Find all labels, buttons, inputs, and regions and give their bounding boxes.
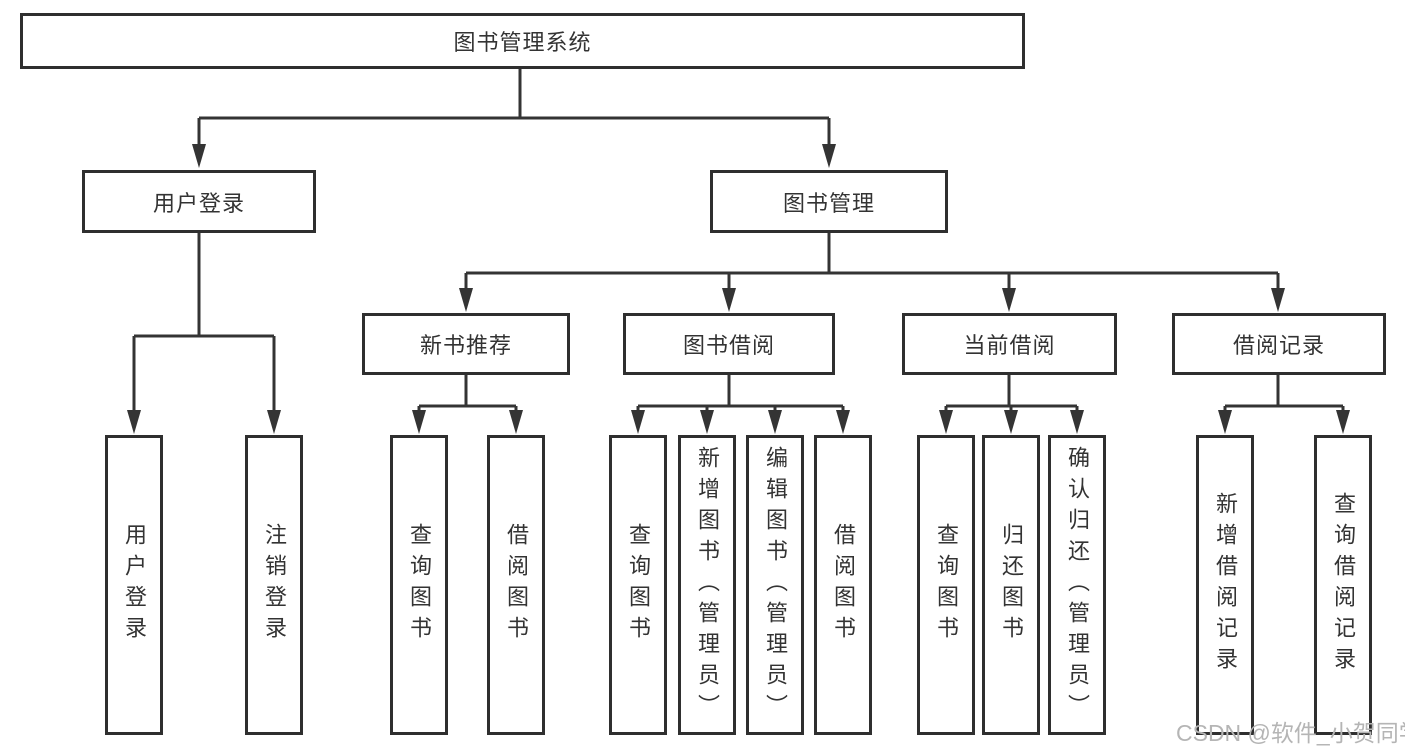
- node-book-management: 图书管理: [710, 170, 948, 233]
- connector-current-borrow-children: [939, 375, 1084, 434]
- arrowhead: [700, 410, 714, 434]
- node-label: 用户登录: [152, 190, 245, 216]
- node-label: 借阅图书: [831, 523, 856, 647]
- connector-book-mgmt-children: [459, 233, 1285, 312]
- node-leaf-query-books-2: 查询图书: [609, 435, 667, 735]
- arrowhead: [1271, 288, 1285, 312]
- node-label: 归还图书: [999, 523, 1024, 647]
- node-label: 图书管理系统: [453, 30, 592, 55]
- connector-user-login-children: [127, 233, 281, 434]
- node-label: 用户登录: [122, 523, 147, 647]
- arrowhead: [1070, 410, 1084, 434]
- arrowhead: [631, 410, 645, 434]
- arrowhead: [836, 410, 850, 434]
- node-new-book-recommend: 新书推荐: [362, 313, 570, 375]
- arrowhead: [267, 410, 281, 434]
- node-label: 借阅图书: [504, 523, 529, 647]
- node-leaf-query-borrow-record: 查询借阅记录: [1314, 435, 1372, 735]
- arrowhead: [459, 288, 473, 312]
- arrowhead: [722, 288, 736, 312]
- node-user-login: 用户登录: [82, 170, 316, 233]
- arrowhead: [509, 410, 523, 434]
- node-label: 新增借阅记录: [1213, 492, 1238, 678]
- node-leaf-borrow-books-2: 借阅图书: [814, 435, 872, 735]
- node-book-borrowing: 图书借阅: [623, 313, 835, 375]
- arrowhead: [1002, 288, 1016, 312]
- node-label: 编辑图书（管理员）: [763, 445, 788, 725]
- node-leaf-borrow-books: 借阅图书: [487, 435, 545, 735]
- connector-borrow-records-children: [1218, 375, 1350, 434]
- node-label: 查询借阅记录: [1331, 492, 1356, 678]
- node-root-system: 图书管理系统: [20, 13, 1025, 69]
- node-label: 图书借阅: [682, 333, 775, 358]
- arrowhead: [412, 410, 426, 434]
- node-label: 图书管理: [782, 190, 875, 216]
- node-label: 注销登录: [262, 523, 287, 647]
- node-leaf-query-books: 查询图书: [390, 435, 448, 735]
- node-label: 查询图书: [626, 523, 651, 647]
- arrowhead: [1218, 410, 1232, 434]
- arrowhead: [192, 144, 206, 168]
- node-leaf-user-login: 用户登录: [105, 435, 163, 735]
- node-label: 新增图书（管理员）: [695, 445, 720, 725]
- connector-root-to-level2: [192, 68, 836, 168]
- node-label: 查询图书: [407, 523, 432, 647]
- node-label: 查询图书: [934, 523, 959, 647]
- arrowhead: [939, 410, 953, 434]
- node-label: 新书推荐: [419, 333, 512, 358]
- node-leaf-edit-book-admin: 编辑图书（管理员）: [746, 435, 804, 735]
- arrowhead: [1336, 410, 1350, 434]
- csdn-watermark: CSDN @软件_小贺同学: [1176, 720, 1405, 746]
- connector-new-book-rec-children: [412, 375, 523, 434]
- arrowhead: [768, 410, 782, 434]
- node-leaf-return-book: 归还图书: [982, 435, 1040, 735]
- node-leaf-logout: 注销登录: [245, 435, 303, 735]
- node-leaf-confirm-return-admin: 确认归还（管理员）: [1048, 435, 1106, 735]
- node-label: 当前借阅: [963, 333, 1056, 358]
- node-label: 借阅记录: [1232, 333, 1325, 358]
- arrowhead: [127, 410, 141, 434]
- node-label: 确认归还（管理员）: [1065, 445, 1090, 725]
- node-leaf-add-book-admin: 新增图书（管理员）: [678, 435, 736, 735]
- node-leaf-query-books-3: 查询图书: [917, 435, 975, 735]
- node-leaf-add-borrow-record: 新增借阅记录: [1196, 435, 1254, 735]
- node-current-borrowing: 当前借阅: [902, 313, 1117, 375]
- arrowhead: [822, 144, 836, 168]
- connector-book-borrow-children: [631, 375, 850, 434]
- node-borrowing-records: 借阅记录: [1172, 313, 1386, 375]
- arrowhead: [1004, 410, 1018, 434]
